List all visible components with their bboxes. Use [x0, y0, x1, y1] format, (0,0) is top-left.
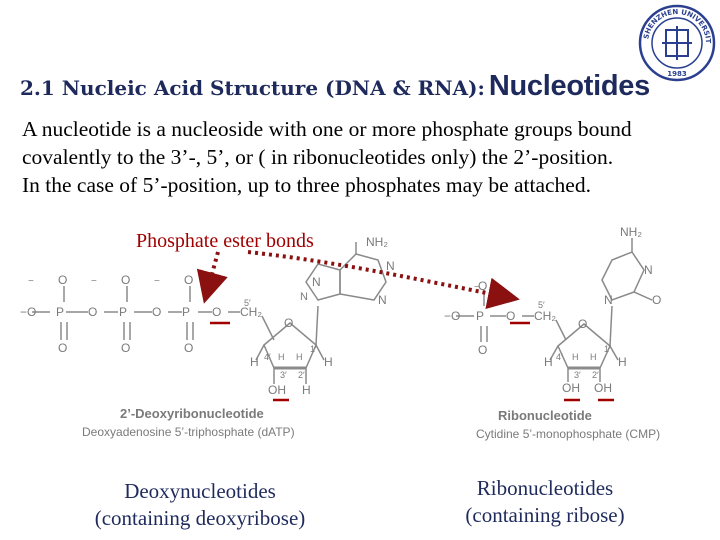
svg-text:−: −	[474, 282, 480, 293]
svg-text:OH: OH	[562, 381, 580, 395]
svg-text:N: N	[604, 293, 613, 307]
intro-line-2: covalently to the 3’-, 5’, or ( in ribon…	[22, 145, 614, 169]
svg-text:P: P	[182, 305, 190, 319]
slide-title: 2.1 Nucleic Acid Structure (DNA & RNA): …	[20, 70, 650, 103]
svg-text:O: O	[284, 316, 293, 330]
svg-text:H: H	[544, 355, 553, 369]
svg-text:O: O	[578, 317, 587, 331]
svg-text:−: −	[28, 276, 34, 287]
intro-paragraph: A nucleotide is a nucleoside with one or…	[22, 115, 712, 199]
left-figure-compound: Deoxyadenosine 5’-triphosphate (dATP)	[82, 425, 295, 439]
svg-text:N: N	[312, 275, 321, 289]
svg-text:−: −	[154, 276, 160, 287]
caption-right-line2: (containing ribose)	[465, 503, 625, 527]
caption-ribonucleotides: Ribonucleotides (containing ribose)	[440, 475, 650, 529]
datp-structure	[32, 242, 387, 384]
svg-text:CH₂: CH₂	[534, 309, 556, 323]
svg-text:NH₂: NH₂	[366, 235, 388, 249]
left-figure-name: 2’-Deoxyribonucleotide	[120, 406, 264, 421]
svg-text:O: O	[152, 305, 161, 319]
svg-text:−O: −O	[20, 305, 36, 319]
svg-text:1′: 1′	[310, 344, 317, 354]
svg-text:O: O	[184, 273, 193, 287]
svg-text:2′: 2′	[298, 370, 305, 380]
svg-text:−: −	[91, 276, 97, 287]
svg-text:2′: 2′	[592, 370, 599, 380]
svg-text:OH: OH	[594, 381, 612, 395]
university-seal-logo: SHENZHEN UNIVERSITY 1983	[638, 4, 716, 82]
svg-text:4′: 4′	[264, 352, 271, 362]
caption-left-line1: Deoxynucleotides	[124, 479, 276, 503]
svg-text:N: N	[300, 291, 308, 303]
title-main: 2.1 Nucleic Acid Structure (DNA & RNA):	[20, 76, 485, 100]
svg-text:P: P	[119, 305, 127, 319]
svg-text:O: O	[212, 305, 221, 319]
right-figure-compound: Cytidine 5’-monophosphate (CMP)	[476, 427, 660, 441]
svg-text:OH: OH	[268, 383, 286, 397]
svg-text:H: H	[250, 355, 259, 369]
caption-right-line1: Ribonucleotides	[476, 476, 614, 500]
svg-text:O: O	[184, 341, 193, 355]
intro-line-3: In the case of 5’-position, up to three …	[22, 173, 591, 197]
cmp-structure	[456, 238, 653, 382]
svg-text:O: O	[506, 309, 515, 323]
svg-text:1983: 1983	[667, 70, 687, 78]
svg-text:NH₂: NH₂	[620, 225, 642, 239]
svg-text:H: H	[302, 383, 311, 397]
svg-text:5′: 5′	[538, 300, 545, 310]
phosphate-ester-bonds-label: Phosphate ester bonds	[136, 230, 314, 252]
svg-text:1′: 1′	[604, 344, 611, 354]
svg-text:N: N	[644, 263, 653, 277]
svg-text:CH₂: CH₂	[240, 305, 262, 319]
caption-left-line2: (containing deoxyribose)	[94, 506, 306, 530]
svg-text:N: N	[378, 293, 387, 307]
svg-text:O: O	[58, 273, 67, 287]
svg-text:O: O	[121, 273, 130, 287]
svg-text:3′: 3′	[574, 370, 581, 380]
svg-text:5′: 5′	[244, 298, 251, 308]
svg-text:O: O	[58, 341, 67, 355]
svg-text:O: O	[121, 341, 130, 355]
svg-text:N: N	[386, 259, 395, 273]
svg-text:H: H	[618, 355, 627, 369]
svg-text:H: H	[278, 352, 285, 362]
svg-text:3′: 3′	[280, 370, 287, 380]
title-subtitle: Nucleotides	[488, 70, 650, 102]
bond-markers	[210, 321, 614, 402]
intro-line-1: A nucleotide is a nucleoside with one or…	[22, 117, 632, 141]
svg-text:O: O	[478, 279, 487, 293]
svg-text:O: O	[652, 293, 661, 307]
svg-text:P: P	[56, 305, 64, 319]
right-figure-name: Ribonucleotide	[498, 408, 592, 423]
svg-text:H: H	[296, 352, 303, 362]
svg-text:H: H	[590, 352, 597, 362]
svg-text:4′: 4′	[556, 352, 563, 362]
caption-deoxynucleotides: Deoxynucleotides (containing deoxyribose…	[60, 478, 340, 532]
svg-text:−O: −O	[444, 309, 460, 323]
svg-text:H: H	[324, 355, 333, 369]
svg-text:H: H	[572, 352, 579, 362]
svg-text:O: O	[88, 305, 97, 319]
svg-text:O: O	[478, 343, 487, 357]
svg-text:P: P	[476, 309, 484, 323]
bond-arrows	[196, 250, 520, 310]
